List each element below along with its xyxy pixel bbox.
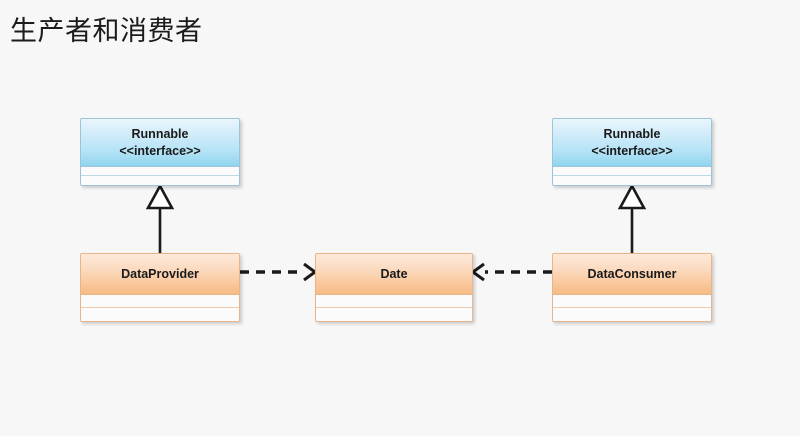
class-box-header: DataConsumer <box>553 254 711 295</box>
class-box-data-consumer[interactable]: DataConsumer <box>552 253 712 322</box>
class-stereotype: <<interface>> <box>591 143 673 158</box>
attributes-compartment <box>316 295 472 308</box>
edge-provider-implements-runnable <box>145 183 175 253</box>
open-arrowhead-to-date-left <box>470 262 485 282</box>
operations-compartment <box>553 176 711 185</box>
attributes-compartment <box>81 295 239 308</box>
open-arrowhead-to-date-right <box>303 262 318 282</box>
edge-consumer-uses-date <box>470 262 552 282</box>
page-title: 生产者和消费者 <box>10 16 203 46</box>
edge-provider-uses-date <box>240 262 318 282</box>
class-box-header: Runnable <<interface>> <box>81 119 239 167</box>
class-name: Date <box>380 266 408 281</box>
operations-compartment <box>553 308 711 321</box>
class-name: Runnable <box>131 126 189 141</box>
class-name: Runnable <box>603 126 661 141</box>
attributes-compartment <box>553 295 711 308</box>
class-box-runnable-right[interactable]: Runnable <<interface>> <box>552 118 712 186</box>
class-name: DataConsumer <box>587 266 677 281</box>
class-box-date[interactable]: Date <box>315 253 473 322</box>
class-box-runnable-left[interactable]: Runnable <<interface>> <box>80 118 240 186</box>
class-name: DataProvider <box>121 266 199 281</box>
operations-compartment <box>81 176 239 185</box>
hollow-triangle-arrowhead-right <box>617 183 647 210</box>
class-box-header: DataProvider <box>81 254 239 295</box>
edge-consumer-implements-runnable <box>617 183 647 253</box>
operations-compartment <box>81 308 239 321</box>
operations-compartment <box>316 308 472 321</box>
class-box-header: Date <box>316 254 472 295</box>
class-stereotype: <<interface>> <box>119 143 201 158</box>
class-box-data-provider[interactable]: DataProvider <box>80 253 240 322</box>
attributes-compartment <box>553 167 711 176</box>
hollow-triangle-arrowhead-left <box>145 183 175 210</box>
class-box-header: Runnable <<interface>> <box>553 119 711 167</box>
attributes-compartment <box>81 167 239 176</box>
